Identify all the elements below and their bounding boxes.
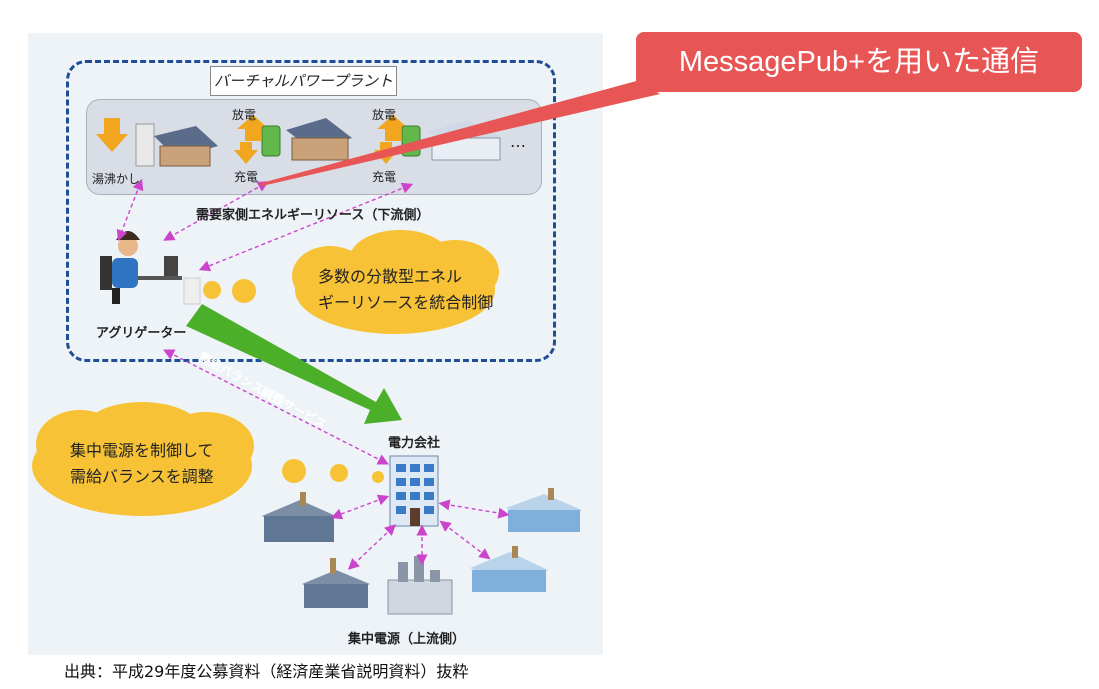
house-battery-icon [234,115,352,164]
utility-cloud-text: 集中電源を制御して 需給バランスを調整 [70,438,214,490]
messagepub-callout: MessagePub+を用いた通信 [636,32,1082,92]
aggregator-cloud-line1: 多数の分散型エネル [318,267,463,286]
source-citation: 出典：平成29年度公募資料（経済産業省説明資料）抜粋 [64,662,469,681]
factory-icon-bottom-left [302,558,370,608]
aggregator-cloud-text: 多数の分散型エネル ギーリソースを統合制御 [318,264,493,316]
central-power-caption: 集中電源（上流側） [348,632,466,647]
charge-label-1: 充電 [234,170,259,184]
vpp-title: バーチャルパワープラント [210,66,397,96]
more-resources-ellipsis: … [510,132,526,151]
utility-label: 電力会社 [388,436,441,451]
utility-cloud-line1: 集中電源を制御して [70,441,214,460]
utility-building-icon [389,455,439,527]
callout-pointer [258,80,660,186]
factory-icon-left [262,492,336,542]
factory-icon-right-top [506,488,582,532]
charge-label-2: 充電 [372,170,397,184]
factory-icon-right-bottom [470,546,548,592]
demand-side-caption: 需要家側エネルギーリソース（下流側） [196,208,430,223]
communication-links [116,178,510,570]
power-plant-icon [387,556,453,615]
water-heater-label: 湯沸かし [92,172,141,186]
aggregator-person-icon [100,231,201,305]
water-heater-icon [96,118,218,167]
discharge-label-2: 放電 [372,108,397,122]
utility-cloud-line2: 需給バランスを調整 [70,467,214,486]
aggregator-label: アグリゲーター [96,326,187,341]
aggregator-cloud-line2: ギーリソースを統合制御 [318,293,494,312]
discharge-label-1: 放電 [232,108,257,122]
